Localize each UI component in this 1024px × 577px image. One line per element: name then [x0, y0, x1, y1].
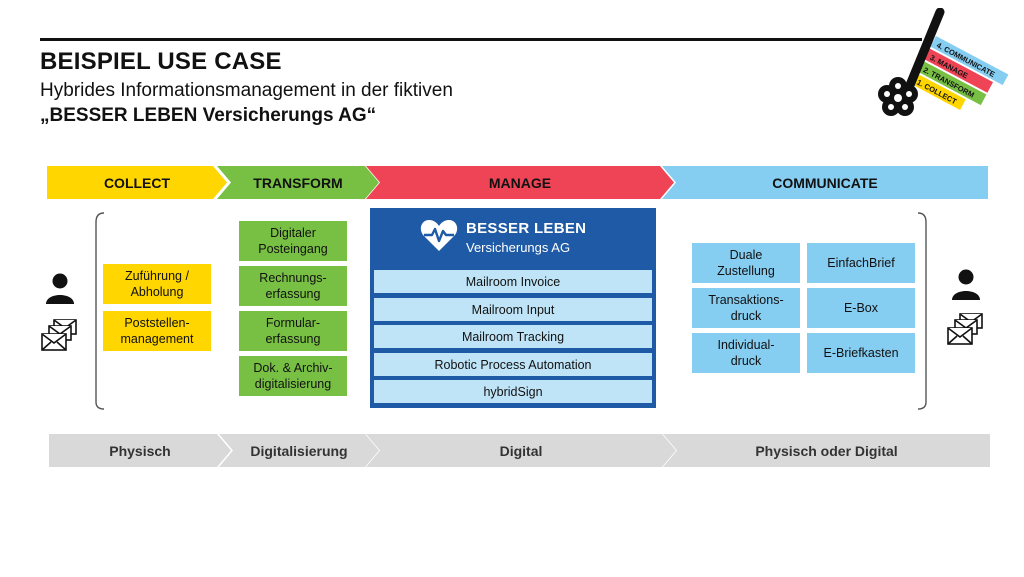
channel-physisch: Physisch	[49, 434, 231, 467]
manage-item-mailroom-invoice: Mailroom Invoice	[374, 270, 652, 293]
right-brace	[917, 212, 927, 410]
page-subtitle: Hybrides Informationsmanagement in der f…	[40, 80, 453, 101]
heart-pulse-icon	[420, 220, 458, 251]
person-icon	[46, 273, 74, 304]
communicate-box-individualdruck: Individual- druck	[692, 333, 800, 373]
manage-item-hybridsign: hybridSign	[374, 380, 652, 403]
page-title: BEISPIEL USE CASE	[40, 48, 282, 75]
phase-communicate: COMMUNICATE	[662, 166, 988, 199]
collect-box-zufuehrung: Zuführung / Abholung	[103, 264, 211, 304]
mail-stack-icon	[41, 319, 77, 351]
left-brace	[95, 212, 105, 410]
company-name: „BESSER LEBEN Versicherungs AG“	[40, 105, 377, 126]
communicate-box-ebriefkasten: E-Briefkasten	[807, 333, 915, 373]
phase-transform: TRANSFORM	[217, 166, 379, 199]
mail-stack-icon	[947, 313, 983, 345]
channel-digitalisierung: Digitalisierung	[219, 434, 379, 467]
communicate-box-duale-zustellung: Duale Zustellung	[692, 243, 800, 283]
transform-box-archiv: Dok. & Archiv- digitalisierung	[239, 356, 347, 396]
communicate-box-transaktionsdruck: Transaktions- druck	[692, 288, 800, 328]
key-graphic: 4. COMMUNICATE 3. MANAGE 2. TRANSFORM 1.…	[870, 7, 1024, 128]
header-rule	[40, 38, 922, 41]
communicate-box-ebox: E-Box	[807, 288, 915, 328]
transform-box-posteingang: Digitaler Posteingang	[239, 221, 347, 261]
brand-name: BESSER LEBEN	[466, 220, 587, 237]
key-icon: 4. COMMUNICATE 3. MANAGE 2. TRANSFORM 1.…	[878, 7, 1009, 116]
manage-item-mailroom-tracking: Mailroom Tracking	[374, 325, 652, 348]
channel-physisch-oder-digital: Physisch oder Digital	[663, 434, 990, 467]
communicate-box-einfachbrief: EinfachBrief	[807, 243, 915, 283]
person-icon	[952, 269, 980, 300]
transform-box-formular: Formular- erfassung	[239, 311, 347, 351]
transform-box-rechnung: Rechnungs- erfassung	[239, 266, 347, 306]
brand-subtitle: Versicherungs AG	[466, 240, 571, 255]
channel-digital: Digital	[366, 434, 676, 467]
manage-item-mailroom-input: Mailroom Input	[374, 298, 652, 321]
phase-collect: COLLECT	[47, 166, 227, 199]
phase-manage: MANAGE	[366, 166, 674, 199]
collect-box-poststellen: Poststellen- management	[103, 311, 211, 351]
manage-item-rpa: Robotic Process Automation	[374, 353, 652, 376]
